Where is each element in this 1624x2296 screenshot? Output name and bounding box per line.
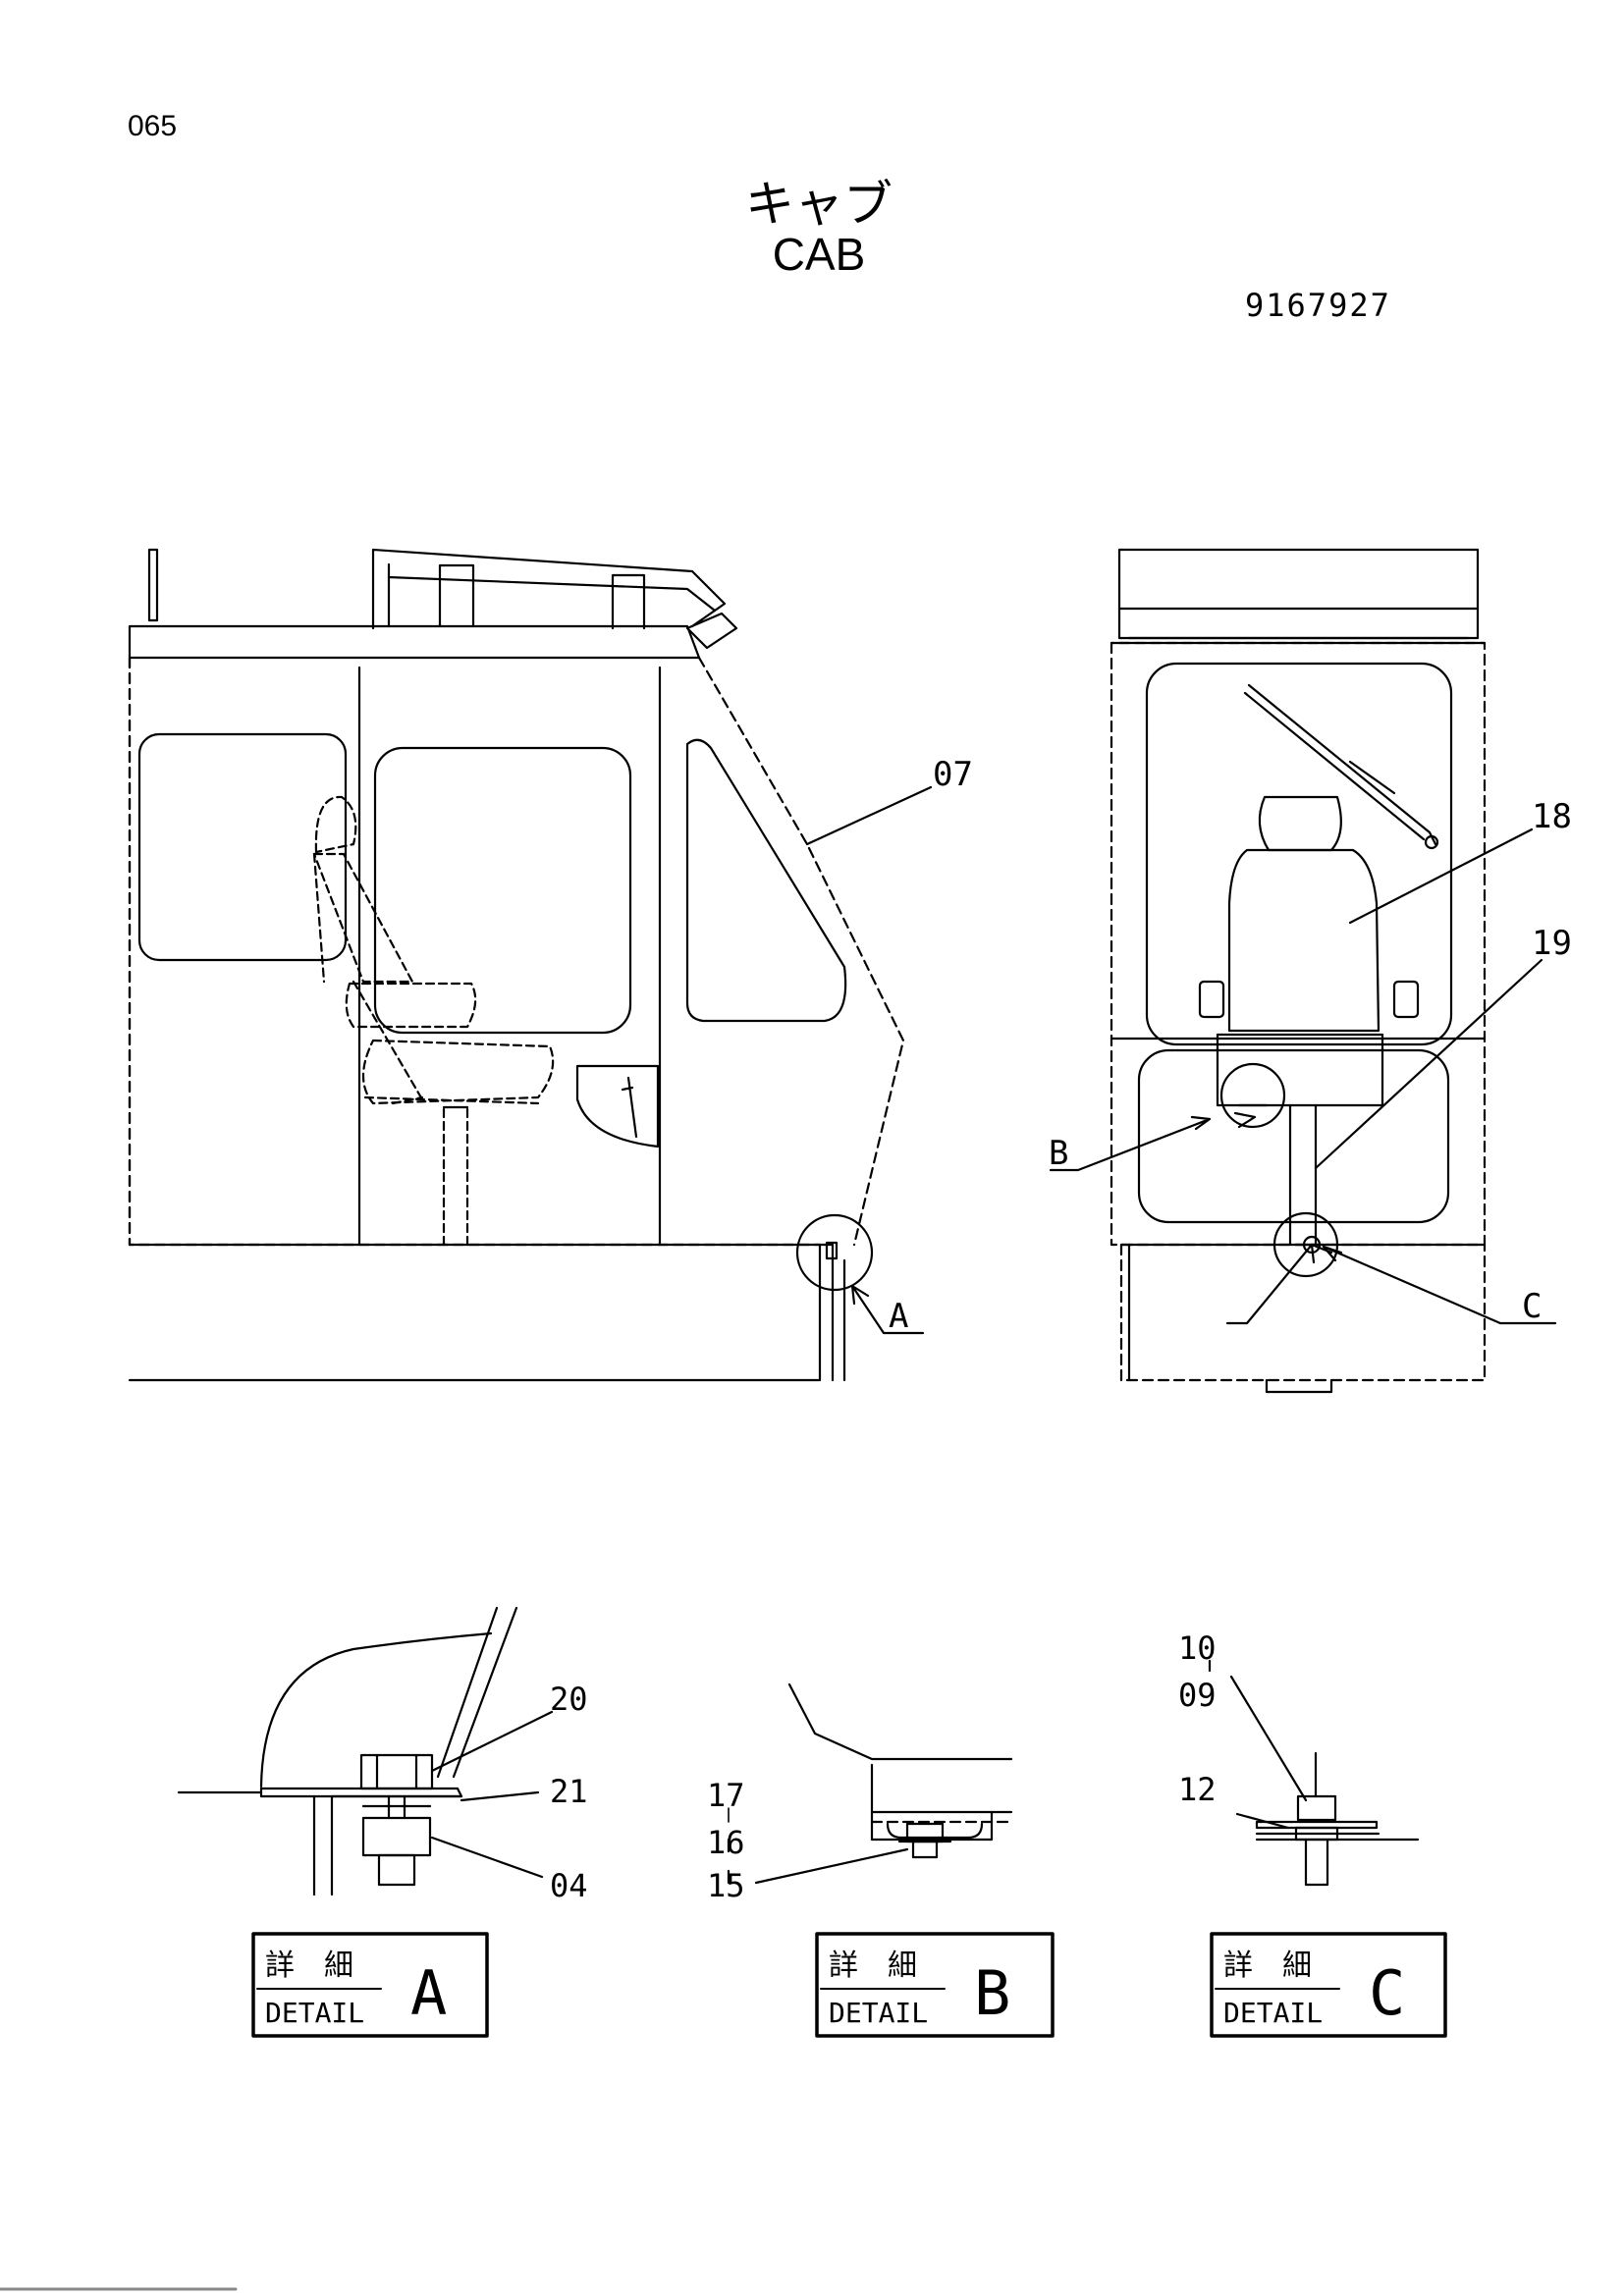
detail-b-drawing	[727, 1682, 1013, 1885]
callout-07: 07	[933, 755, 973, 794]
callout-21: 21	[550, 1773, 588, 1810]
detail-b-jp-left: 詳	[829, 1949, 858, 1983]
callout-18: 18	[1532, 797, 1572, 836]
detail-c-drawing	[1208, 1659, 1420, 1887]
detail-a-drawing	[177, 1606, 554, 1896]
detail-a-label: DETAIL	[265, 1997, 364, 2029]
title-english: CAB	[772, 229, 866, 280]
callout-C: C	[1522, 1287, 1542, 1326]
detail-c-letter: C	[1369, 1957, 1405, 2029]
detail-a-jp-right: 細	[324, 1949, 353, 1983]
page-number: 065	[128, 110, 178, 142]
detail-a-letter: A	[410, 1957, 447, 2029]
callout-17: 17	[707, 1777, 745, 1814]
callout-16: 16	[707, 1824, 745, 1861]
cab-side-view	[128, 548, 905, 1382]
part-number: 9167927	[1245, 287, 1391, 324]
callout-12: 12	[1178, 1771, 1217, 1808]
callout-B: B	[1049, 1134, 1068, 1173]
detail-c-jp-right: 細	[1282, 1949, 1312, 1983]
detail-b-label: DETAIL	[829, 1997, 928, 2029]
callout-19: 19	[1532, 924, 1572, 963]
title-japanese: キャブ	[745, 176, 893, 233]
detail-b-letter: B	[974, 1957, 1010, 2029]
leader-lines	[805, 785, 1557, 1335]
callout-A: A	[889, 1297, 908, 1336]
cab-front-view	[1110, 548, 1487, 1394]
detail-a-jp-left: 詳	[265, 1949, 295, 1983]
callout-09: 09	[1178, 1677, 1217, 1714]
callout-04: 04	[550, 1867, 588, 1904]
callout-10: 10	[1178, 1629, 1217, 1667]
callout-20: 20	[550, 1681, 588, 1718]
detail-c-jp-left: 詳	[1223, 1949, 1253, 1983]
detail-label-c: 詳 細 DETAIL C	[1210, 1932, 1447, 2038]
detail-b-jp-right: 細	[888, 1949, 917, 1983]
detail-c-label: DETAIL	[1223, 1997, 1323, 2029]
callout-15: 15	[707, 1867, 745, 1904]
detail-label-b: 詳 細 DETAIL B	[815, 1932, 1055, 2038]
detail-label-a: 詳 細 DETAIL A	[251, 1932, 489, 2038]
